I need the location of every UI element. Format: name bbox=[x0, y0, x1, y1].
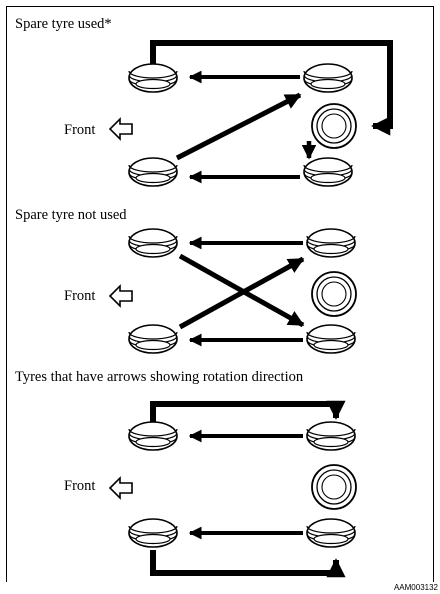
rotation-arrow bbox=[150, 550, 346, 578]
spare-wheel-icon bbox=[311, 271, 357, 317]
rotation-arrow bbox=[175, 92, 302, 161]
tyre-side-view-icon bbox=[128, 324, 178, 354]
rotation-arrow bbox=[178, 256, 305, 330]
tyre-side-view-icon bbox=[306, 324, 356, 354]
figure-code: AAM003132 bbox=[393, 583, 438, 592]
tyre-side-view-icon bbox=[128, 157, 178, 187]
front-direction-arrow-icon bbox=[109, 118, 133, 140]
front-label: Front bbox=[64, 122, 96, 138]
tyre-side-view-icon bbox=[306, 421, 356, 451]
rotation-arrow bbox=[150, 400, 346, 424]
tyre-side-view-icon bbox=[303, 63, 353, 93]
diagram-frame bbox=[6, 6, 434, 582]
front-label: Front bbox=[64, 288, 96, 304]
front-label: Front bbox=[64, 478, 96, 494]
tyre-side-view-icon bbox=[306, 228, 356, 258]
tyre-side-view-icon bbox=[128, 518, 178, 548]
tyre-side-view-icon bbox=[303, 157, 353, 187]
tyre-side-view-icon bbox=[128, 228, 178, 258]
tyre-side-view-icon bbox=[306, 518, 356, 548]
tyre-side-view-icon bbox=[128, 421, 178, 451]
spare-wheel-icon bbox=[311, 103, 357, 149]
section-title-spare-used: Spare tyre used* bbox=[15, 16, 112, 32]
rotation-arrow bbox=[150, 40, 393, 136]
front-direction-arrow-icon bbox=[109, 285, 133, 307]
front-direction-arrow-icon bbox=[109, 477, 133, 499]
section-title-directional: Tyres that have arrows showing rotation … bbox=[15, 369, 304, 385]
tyre-side-view-icon bbox=[128, 63, 178, 93]
section-title-spare-not-used: Spare tyre not used bbox=[15, 207, 127, 223]
spare-wheel-icon bbox=[311, 464, 357, 510]
